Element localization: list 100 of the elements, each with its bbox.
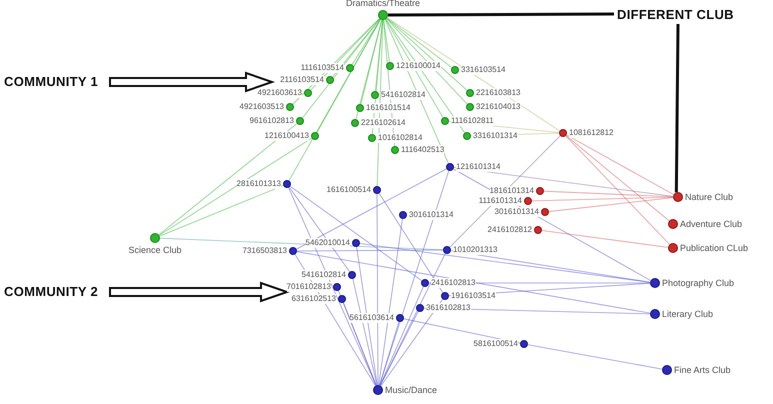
student-node [352, 239, 360, 247]
student-node [559, 129, 567, 137]
network-edge [296, 168, 447, 250]
node-label: 3016101314 [494, 207, 539, 217]
node-label: 5816100514 [474, 339, 518, 349]
network-edge [565, 135, 670, 245]
node-label: 1116103514 [300, 63, 344, 73]
network-edge [528, 344, 662, 370]
network-edge [379, 321, 400, 386]
student-node [296, 117, 304, 125]
student-node [333, 283, 341, 291]
block-arrow [109, 72, 276, 92]
student-node [451, 66, 459, 74]
student-node [283, 180, 291, 188]
node-label: 1816101314 [490, 186, 534, 196]
student-node [443, 246, 451, 254]
club-node [668, 243, 678, 253]
student-node [416, 304, 424, 312]
node-label: 2116103514 [280, 75, 324, 85]
node-label: Music/Dance [385, 385, 438, 395]
network-edge [356, 246, 378, 386]
student-node [351, 119, 359, 127]
node-label: 2416102812 [488, 225, 532, 235]
network-edge [352, 278, 378, 386]
node-label: 1216100413 [264, 131, 309, 141]
block-arrow [109, 282, 290, 302]
node-label: 3316101314 [473, 131, 518, 141]
student-node [348, 271, 356, 279]
network-edge [386, 18, 452, 68]
network-edge [356, 19, 382, 120]
network-edge [566, 134, 674, 195]
network-edge [385, 18, 444, 118]
network-edge [383, 20, 390, 62]
node-label: 3016101314 [409, 210, 454, 220]
network-edge [566, 135, 670, 222]
student-node [524, 197, 532, 205]
node-label: 1616100514 [326, 185, 371, 195]
student-node [536, 187, 544, 195]
student-node [520, 340, 528, 348]
student-node [466, 103, 474, 111]
student-node [466, 89, 474, 97]
club-node [378, 10, 388, 20]
student-node [386, 62, 394, 70]
student-node [289, 247, 297, 255]
student-node [446, 163, 454, 171]
network-edge [158, 138, 312, 236]
student-node [441, 117, 449, 125]
node-label: 1116402513 [401, 145, 444, 155]
student-node [311, 132, 319, 140]
network-edge [360, 243, 650, 283]
network-edge [544, 190, 674, 198]
node-label: 2216103813 [476, 88, 520, 98]
network-edge [548, 197, 674, 212]
node-label: 7016102813 [286, 282, 331, 292]
node-label: Literary Club [662, 309, 714, 319]
student-node [541, 208, 549, 216]
node-label: 7316503813 [242, 246, 287, 256]
network-edge [159, 185, 284, 236]
club-node [150, 233, 160, 243]
node-label: 5616103614 [350, 313, 394, 323]
network-edge [532, 196, 674, 202]
node-label: 1116102811 [451, 116, 494, 126]
student-node [371, 91, 379, 99]
node-label: Adventure Club [680, 219, 742, 229]
network-edge [288, 18, 381, 181]
network-edge [386, 18, 468, 91]
node-label: 1616101514 [366, 103, 410, 113]
node-label: 1081612812 [569, 128, 614, 138]
student-node [399, 211, 407, 219]
student-node [441, 292, 449, 300]
node-label: 2816101313 [236, 179, 281, 189]
network-edge [378, 192, 444, 294]
network-edge [296, 251, 650, 314]
node-label: Photography Club [662, 278, 734, 288]
network-edge [352, 18, 381, 65]
node-label: 5416102814 [381, 90, 426, 100]
club-node [650, 278, 660, 288]
callout-label: COMMUNITY 2 [4, 284, 98, 299]
node-label: 3616102813 [426, 303, 470, 313]
node-label: Science Club [128, 245, 182, 255]
student-node [373, 186, 381, 194]
student-node [356, 104, 364, 112]
node-label: Publication CLub [680, 243, 748, 253]
club-node [668, 219, 678, 229]
club-node [650, 309, 660, 319]
student-node [338, 295, 346, 303]
network-edge [380, 286, 424, 386]
node-label: 4921603613 [258, 88, 302, 98]
student-node [463, 132, 471, 140]
student-node [396, 314, 404, 322]
node-label: 1116101314 [478, 196, 522, 206]
network-edge [302, 18, 380, 118]
student-node [286, 103, 294, 111]
network-edge [378, 218, 403, 386]
network-edge [542, 230, 668, 248]
node-label: 5416102814 [302, 270, 346, 280]
node-label: 4921603513 [240, 102, 284, 112]
node-label: 1016102814 [378, 133, 422, 143]
club-node [673, 192, 683, 202]
network-edge [288, 187, 376, 386]
